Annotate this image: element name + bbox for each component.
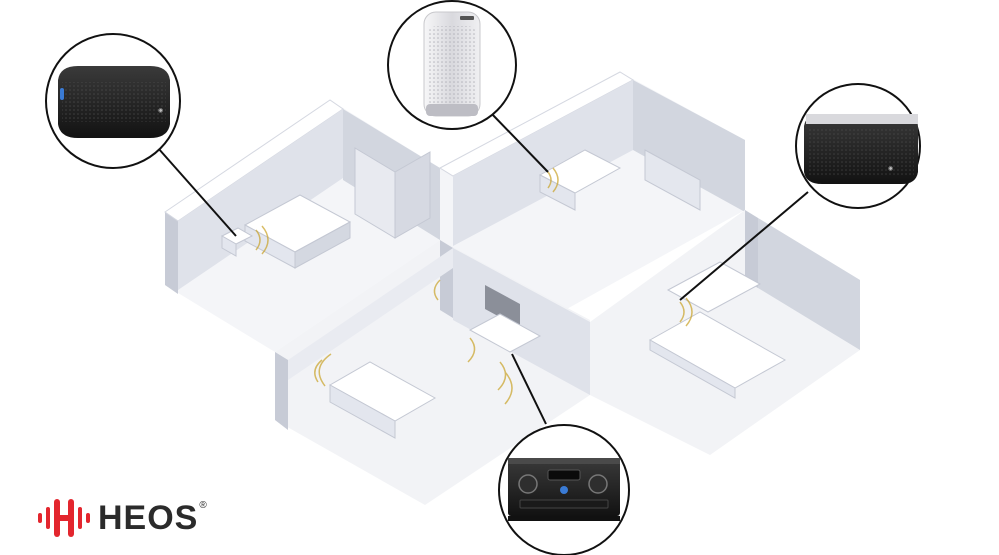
speaker-black-small-icon: ◉	[58, 66, 170, 138]
leader-line-office	[489, 111, 549, 173]
svg-text:◉: ◉	[888, 166, 893, 172]
house-floorplan	[164, 71, 860, 505]
svg-text:◉: ◉	[158, 108, 163, 114]
speaker-black-large-icon: ◉	[804, 114, 918, 184]
callout-living-receiver	[498, 424, 630, 555]
room-office	[438, 71, 745, 310]
leader-line-dining	[679, 191, 809, 301]
room-living	[275, 240, 590, 505]
room-dining	[590, 210, 860, 455]
leader-line-living	[511, 353, 547, 425]
callout-bedroom-speaker: ◉	[45, 33, 181, 169]
heos-brand: HEOS®	[38, 494, 208, 542]
heos-wave-logo	[38, 499, 90, 537]
callout-lines	[157, 111, 809, 425]
brand-trademark: ®	[199, 500, 208, 511]
brand-name: HEOS	[98, 499, 199, 537]
leader-line-bedroom	[157, 147, 237, 237]
callout-office-speaker	[387, 0, 517, 130]
room-bedroom	[164, 99, 440, 352]
av-receiver-icon	[508, 458, 620, 521]
sound-waves	[255, 167, 693, 405]
speaker-white-tall-icon	[423, 11, 481, 117]
callout-dining-speaker: ◉	[795, 83, 921, 209]
